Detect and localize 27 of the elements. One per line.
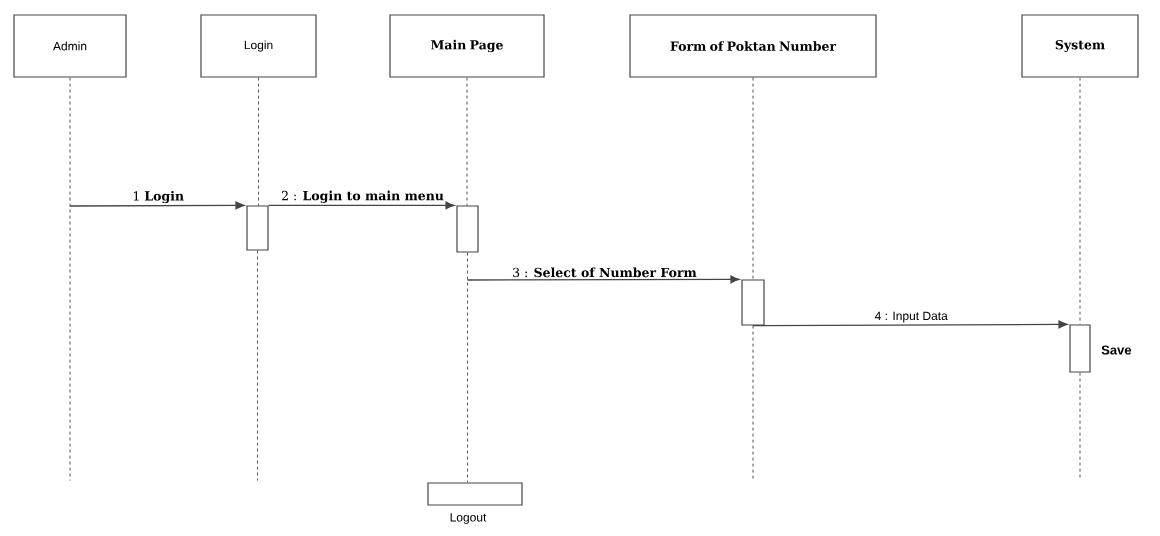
lifeline-head-box: Main Page	[389, 14, 545, 78]
activation-bar	[246, 205, 269, 251]
lifeline	[752, 77, 754, 280]
lifeline	[1079, 77, 1081, 325]
lifeline	[466, 77, 468, 206]
lifeline-head-box: Admin	[13, 14, 127, 78]
terminator-box	[427, 482, 523, 506]
edge-label: 1 Login	[131, 190, 185, 204]
edge-label: 2 : Login to main menu	[280, 189, 445, 204]
lifeline	[257, 250, 258, 482]
lifeline	[258, 77, 259, 206]
beside-label: Save	[1101, 345, 1132, 355]
lifeline-head-box: Form of Poktan Number	[629, 14, 877, 78]
message-arrow	[267, 201, 455, 210]
activation-bar	[741, 279, 765, 326]
edge-label: 4 : Input Data	[873, 310, 949, 324]
lifeline	[467, 252, 468, 483]
lifeline-head-box: Login	[200, 14, 317, 78]
edge-label: 3 : Select of Number Form	[511, 266, 698, 278]
message-arrow	[752, 320, 1068, 329]
activation-bar	[1069, 324, 1091, 373]
lifeline-head-box: System	[1021, 14, 1139, 78]
activation-bar	[456, 205, 479, 253]
message-arrow	[69, 201, 245, 210]
lifeline	[69, 77, 71, 482]
beside-label: Logout	[450, 513, 487, 524]
message-arrow	[466, 275, 740, 284]
